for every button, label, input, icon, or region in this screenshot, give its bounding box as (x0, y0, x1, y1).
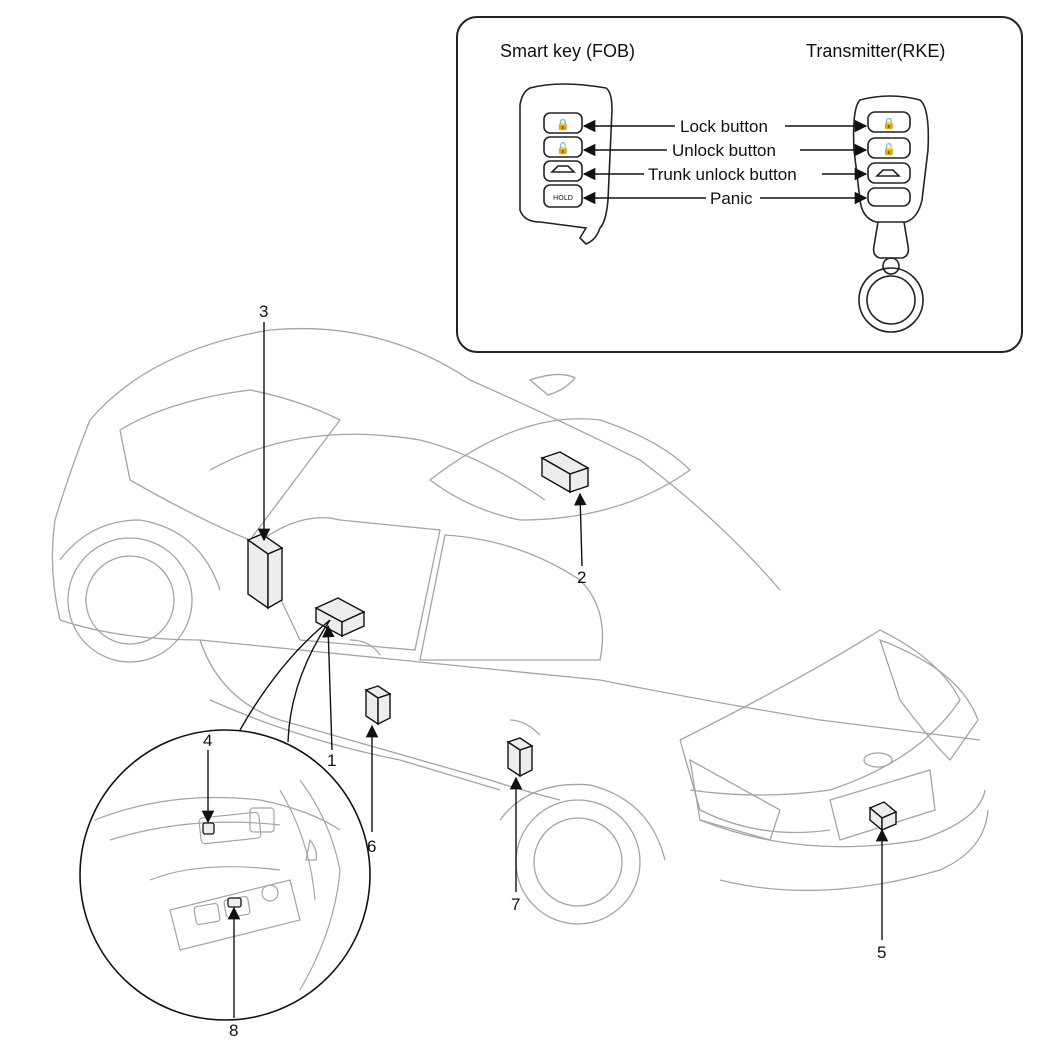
component-4-switch (202, 822, 215, 835)
car-outline (51, 327, 989, 925)
callout-3: 3 (259, 302, 269, 321)
callout-6: 6 (367, 837, 377, 856)
unlock-button-label: Unlock button (669, 142, 779, 159)
callout-4: 4 (203, 731, 213, 750)
inset-frame (456, 16, 1023, 353)
component-7-module (506, 737, 534, 778)
button-leader-lines (582, 119, 868, 205)
component-6-module (364, 685, 392, 726)
leader-1 (322, 624, 335, 751)
svg-text:🔒: 🔒 (882, 117, 896, 130)
lock-button-label: Lock button (677, 118, 771, 135)
rke-transmitter-illustration: 🔒 🔓 (852, 95, 930, 333)
component-3-module (246, 533, 284, 610)
svg-text:🔓: 🔓 (882, 143, 896, 156)
module-boxes (246, 451, 898, 832)
callout-8: 8 (229, 1021, 239, 1040)
component-5-module (868, 801, 898, 832)
callout-1: 1 (327, 751, 337, 770)
component-8-switch (227, 897, 242, 908)
svg-text:🔓: 🔓 (556, 142, 570, 155)
detail-callout-lines (239, 619, 331, 743)
callout-2: 2 (577, 568, 587, 587)
detail-circle (79, 619, 371, 1021)
fob-heading: Smart key (FOB) (500, 41, 636, 61)
svg-text:🔒: 🔒 (556, 118, 570, 131)
leader-2 (574, 492, 587, 567)
trunk-unlock-button-label: Trunk unlock button (645, 166, 800, 183)
panic-label: Panic (707, 190, 756, 207)
callout-7: 7 (511, 895, 521, 914)
component-2-module (540, 451, 590, 494)
smart-key-fob-illustration: 🔒 🔓 HOLD (519, 83, 613, 245)
svg-text:HOLD: HOLD (553, 194, 573, 202)
callout-leaders (201, 322, 889, 1018)
callout-5: 5 (877, 943, 887, 962)
rke-heading: Transmitter(RKE) (806, 41, 946, 61)
